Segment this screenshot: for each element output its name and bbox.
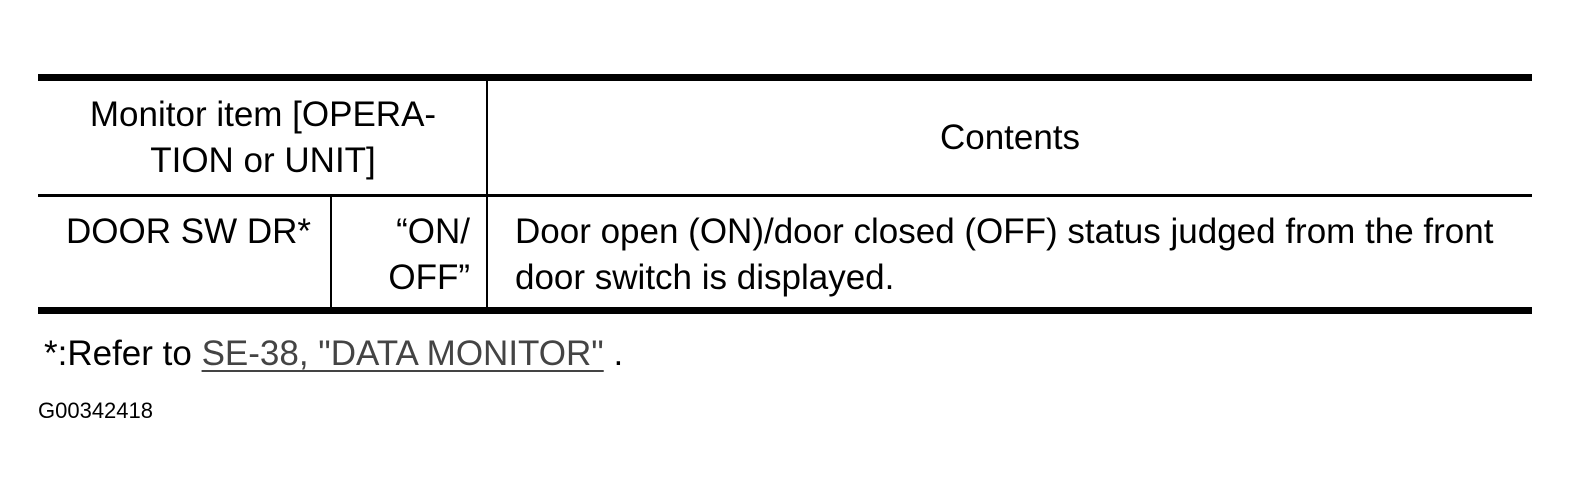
table-top-rule: [38, 74, 1532, 81]
table-row: DOOR SW DR* “ON/ OFF” Door open (ON)/doo…: [38, 197, 1532, 307]
column-divider: [486, 81, 488, 194]
figure-id: G00342418: [38, 398, 153, 423]
row-value-cell: “ON/ OFF”: [388, 212, 470, 297]
table-header-rule: [38, 194, 1532, 197]
table-header-row: Monitor item [OPERA- TION or UNIT] Conte…: [38, 81, 1532, 194]
footnote: *:Refer to SE-38, "DATA MONITOR" .: [44, 331, 623, 377]
data-monitor-reference-link[interactable]: SE-38, "DATA MONITOR": [201, 334, 604, 373]
data-monitor-table: Monitor item [OPERA- TION or UNIT] Conte…: [38, 74, 1532, 314]
footnote-prefix: *:Refer to: [44, 334, 202, 373]
header-contents: Contents: [939, 117, 1081, 157]
table-bottom-rule: [38, 307, 1532, 314]
header-monitor-item: Monitor item [OPERA- TION or UNIT]: [89, 94, 437, 180]
footnote-suffix: .: [603, 334, 624, 373]
column-divider: [330, 197, 332, 307]
row-contents-cell: Door open (ON)/door closed (OFF) status …: [515, 212, 1494, 297]
row-item-cell: DOOR SW DR*: [66, 212, 311, 251]
column-divider: [486, 197, 488, 307]
